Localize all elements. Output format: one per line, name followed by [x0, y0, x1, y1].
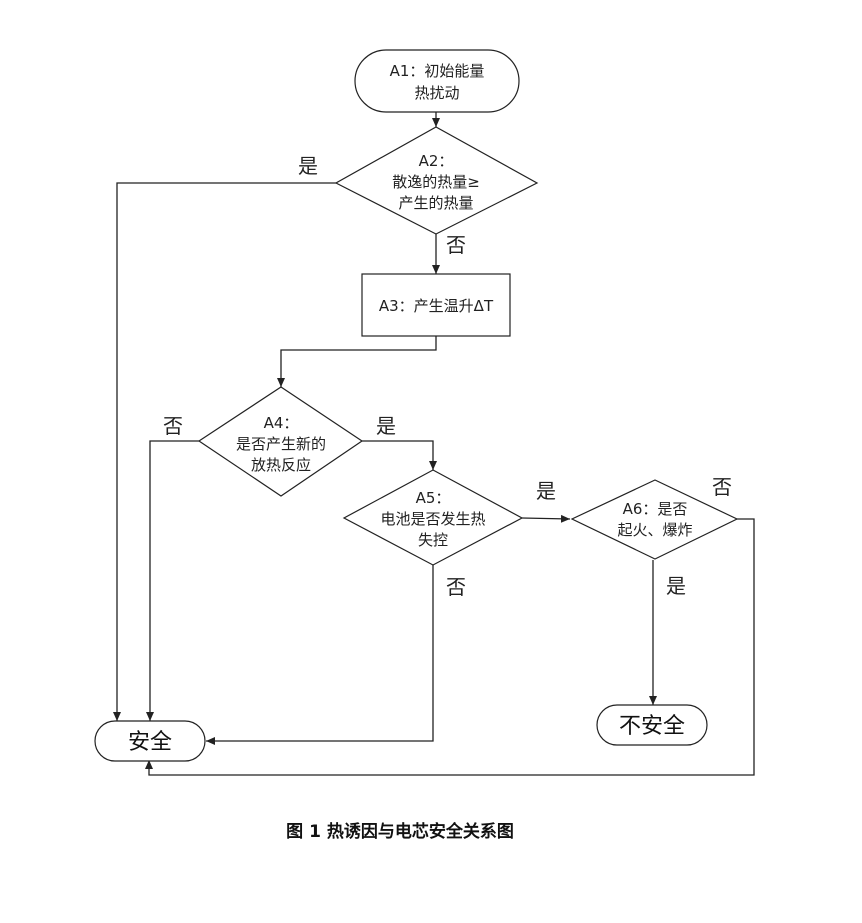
- figure-caption: 图 1 热诱因与电芯安全关系图: [286, 822, 514, 842]
- edge-a2-safe: [113, 182, 336, 721]
- node-unsafe: 不安全: [596, 704, 708, 746]
- node-safe-label: 安全: [128, 730, 172, 755]
- edge-label-a4-a5: 是: [376, 414, 396, 438]
- node-a4-line-2: 是否产生新的: [236, 435, 326, 453]
- edge-a6-safe: [145, 518, 755, 776]
- node-a6-line-2: 起火、爆炸: [617, 521, 692, 539]
- edge-label-a2-a3: 否: [446, 233, 466, 257]
- node-a5-line-1: A5：: [416, 489, 451, 507]
- node-a2-line-3: 产生的热量: [398, 194, 473, 212]
- edge-label-a6-unsafe: 是: [666, 574, 686, 598]
- node-a5-line-2: 电池是否发生热: [380, 510, 485, 528]
- edge-a4-safe: [146, 440, 199, 721]
- node-a4-line-3: 放热反应: [251, 456, 311, 474]
- node-a5: A5： 电池是否发生热 失控: [342, 469, 524, 566]
- node-a1-line-2: 热扰动: [414, 84, 459, 102]
- node-a2-line-2: 散逸的热量≥: [392, 173, 480, 191]
- edge-label-a6-safe: 否: [712, 475, 732, 499]
- node-a1-line-1: A1：初始能量: [390, 62, 485, 80]
- node-a6-line-1: A6：是否: [623, 500, 688, 518]
- edge-label-a2-safe: 是: [298, 154, 318, 178]
- edge-a4-a5: [362, 440, 437, 470]
- edge-label-a5-safe: 否: [446, 575, 466, 599]
- node-unsafe-label: 不安全: [619, 714, 685, 739]
- node-a2-line-1: A2：: [419, 152, 454, 170]
- node-a4: A4： 是否产生新的 放热反应: [197, 386, 364, 497]
- node-a4-line-1: A4：: [264, 414, 299, 432]
- node-a6: A6：是否 起火、爆炸: [570, 479, 739, 560]
- edges: [113, 112, 755, 776]
- node-a5-line-3: 失控: [418, 531, 448, 549]
- node-a3: A3：产生温升ΔT: [361, 273, 511, 337]
- node-a1: A1：初始能量 热扰动: [354, 49, 520, 113]
- edge-a5-a6: [521, 514, 571, 523]
- node-safe: 安全: [94, 720, 206, 762]
- edge-a3-a4: [277, 336, 437, 387]
- node-a2: A2： 散逸的热量≥ 产生的热量: [334, 126, 539, 235]
- edge-label-a5-a6: 是: [536, 479, 556, 503]
- edge-label-a4-safe: 否: [163, 414, 183, 438]
- edge-labels: 是 否 否 是 是 否 是 否: [163, 154, 732, 599]
- edge-a5-safe: [206, 565, 434, 745]
- node-a3-line-1: A3：产生温升ΔT: [379, 297, 494, 315]
